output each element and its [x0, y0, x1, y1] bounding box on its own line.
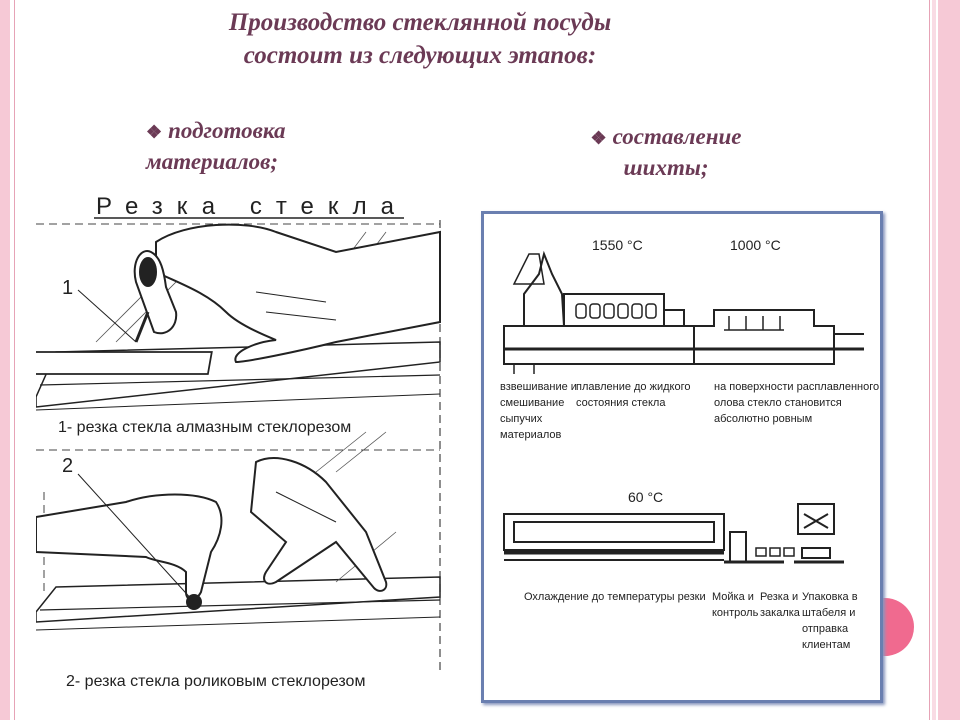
cap-melt-2: состояния стекла: [576, 397, 666, 409]
cap-wash-1: Мойка и: [712, 591, 754, 603]
float-glass-diagram-panel: 1550 °C 1000 °C взвешивание и смешивание…: [481, 211, 883, 703]
cap-melt-1: плавление до жидкого: [576, 381, 690, 393]
cap-surface-2: олова стекло становится: [714, 397, 842, 409]
marker-2-pointer: [77, 473, 195, 603]
cap-weigh-1: взвешивание и: [500, 381, 577, 393]
cap-pack-4: клиентам: [802, 639, 850, 651]
marker-2: 2: [62, 455, 73, 477]
bullet-batch: ❖составление шихты;: [546, 122, 786, 183]
slide-title: Производство стеклянной посуды состоит и…: [100, 6, 740, 72]
frame-left-gap: [10, 0, 12, 720]
cap-surface-3: абсолютно ровным: [714, 413, 812, 425]
float-process-diagram: 1550 °C 1000 °C взвешивание и смешивание…: [500, 237, 879, 651]
cap-cut-2: закалка: [760, 607, 801, 619]
cap-surface-1: на поверхности расплавленного: [714, 381, 879, 393]
temp-60: 60 °C: [628, 489, 663, 505]
cap-weigh-2: смешивание: [500, 397, 564, 409]
cap-cool: Охлаждение до температуры резки: [524, 591, 706, 603]
diamond-bullet-icon: ❖: [590, 128, 607, 148]
annealing-lehr: [503, 513, 725, 561]
glass-cutting-figure: Резка стекла 1 1- резка стекла алмазным …: [36, 193, 441, 690]
wash-station: [724, 531, 784, 564]
cap-pack-3: отправка: [802, 623, 849, 635]
bullet-batch-line2: шихты;: [623, 155, 709, 180]
frame-right-line: [929, 0, 930, 720]
diamond-bullet-icon: ❖: [146, 122, 163, 142]
figure-heading: Резка стекла: [96, 193, 408, 220]
frame-left-line: [14, 0, 15, 720]
cap-pack-1: Упаковка в: [802, 591, 858, 603]
top-hands: [133, 223, 441, 364]
batch-hopper: [512, 253, 545, 374]
frame-right-band: [938, 0, 960, 720]
cap-weigh-3: сыпучих: [500, 413, 543, 425]
cap-weigh-4: материалов: [500, 429, 562, 441]
melting-furnace: [503, 250, 864, 365]
top-ruler: [36, 351, 213, 375]
bullet-materials: ❖подготовка материалов;: [146, 116, 376, 177]
cap-pack-2: штабеля и: [802, 607, 855, 619]
cut-station: [755, 547, 795, 557]
marker-1: 1: [62, 277, 73, 299]
title-line-1: Производство стеклянной посуды: [228, 9, 612, 36]
frame-left-band: [0, 0, 10, 720]
frame-right-strip: [932, 0, 936, 720]
marker-1-pointer: [77, 289, 137, 343]
accent-circle: [878, 598, 914, 656]
bullet-materials-line1: подготовка: [168, 118, 286, 143]
cap-cut-1: Резка и: [760, 591, 798, 603]
tin-bath-heaters: [724, 316, 784, 331]
temp-1000: 1000 °C: [730, 237, 781, 253]
bullet-batch-line1: составление: [612, 124, 742, 149]
caption-2: 2- резка стекла роликовым стеклорезом: [66, 673, 365, 690]
stacking-crane: [794, 503, 844, 564]
caption-1: 1- резка стекла алмазным стеклорезом: [58, 419, 351, 436]
cap-wash-2: контроль: [712, 607, 759, 619]
title-line-2: состоит из следующих этапов:: [243, 42, 597, 69]
burner-row: [575, 303, 657, 319]
bullet-materials-line2: материалов;: [146, 149, 279, 174]
temp-1550: 1550 °C: [592, 237, 643, 253]
